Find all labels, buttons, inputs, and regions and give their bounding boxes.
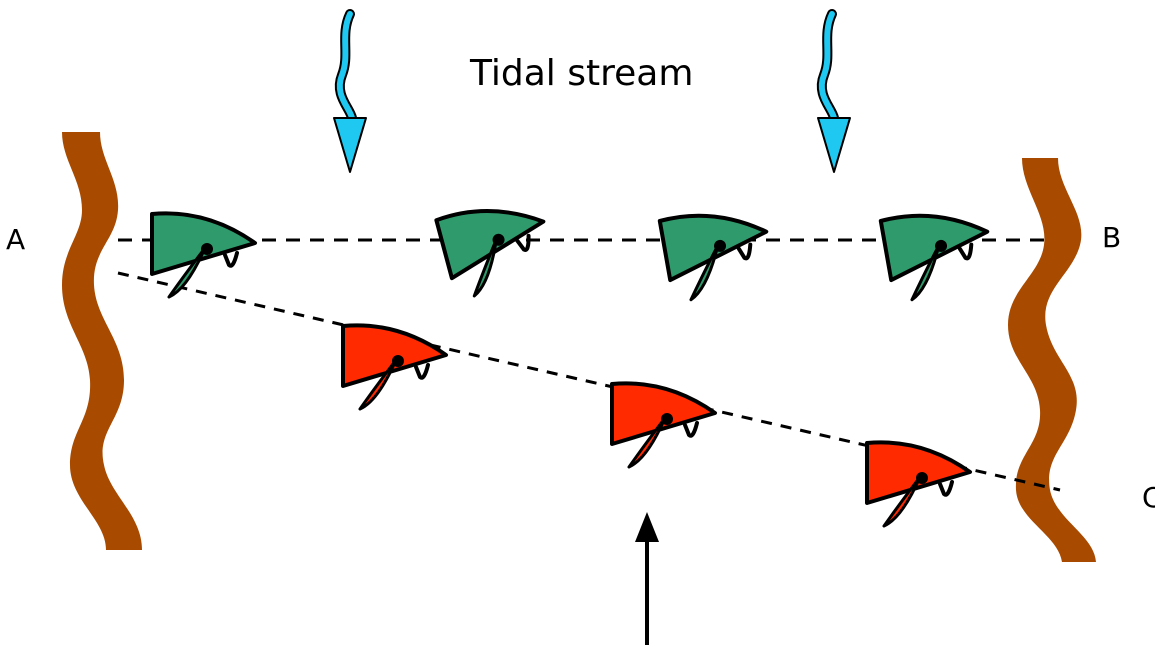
tide-arrow-left-icon xyxy=(333,9,367,173)
left-bank xyxy=(62,132,142,550)
boat-drifting-1 xyxy=(341,323,448,411)
boat-on-course-4 xyxy=(878,200,999,305)
right-bank xyxy=(1008,158,1096,562)
tidal-stream-label: Tidal stream xyxy=(470,53,694,94)
point-a-label: A xyxy=(6,223,26,256)
boat-on-course-3 xyxy=(657,200,778,305)
boat-drifting-2 xyxy=(610,381,717,469)
point-b-label: B xyxy=(1102,221,1122,254)
boat-on-course-2 xyxy=(434,190,560,303)
point-c-label: C xyxy=(1142,481,1155,514)
boat-drifting-3 xyxy=(865,440,972,528)
wind-arrow-icon xyxy=(635,512,659,645)
tide-arrow-right-icon xyxy=(816,9,851,173)
